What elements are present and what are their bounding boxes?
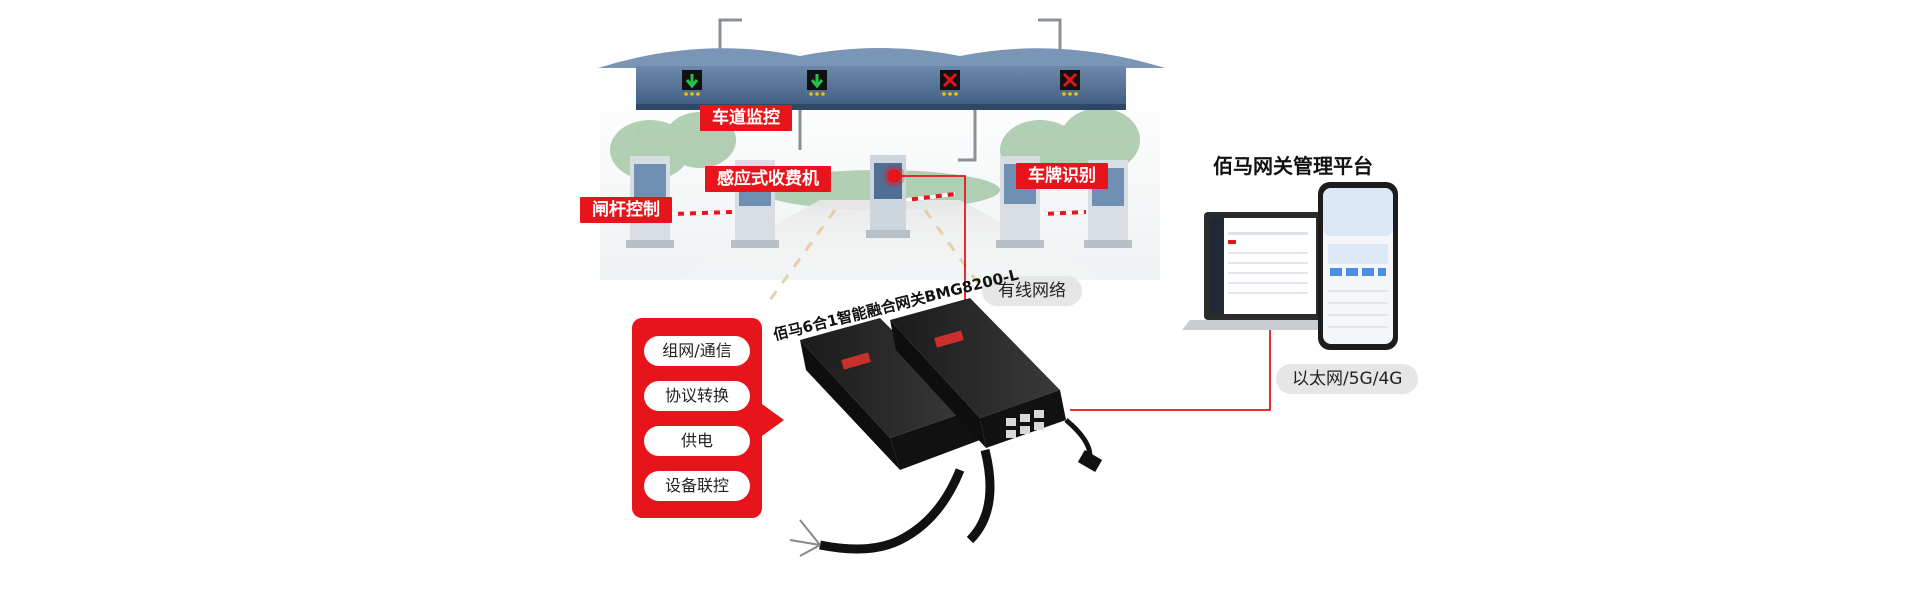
- function-power: 供电: [644, 426, 750, 456]
- inductive-toll-label: 感应式收费机: [705, 166, 831, 192]
- toll-booths: [626, 155, 1132, 248]
- function-linkage: 设备联控: [644, 471, 750, 501]
- wired-network-label: 有线网络: [982, 276, 1082, 306]
- lane-signals: [682, 70, 1080, 96]
- platform-title: 佰马网关管理平台: [1213, 154, 1373, 178]
- toll-plaza: [598, 18, 1165, 301]
- barrier-gates: [671, 192, 1087, 216]
- function-panel: 组网/通信 协议转换 供电 设备联控: [632, 318, 762, 518]
- plate-recognition-label: 车牌识别: [1016, 163, 1108, 189]
- laptop-platform: [1182, 212, 1348, 330]
- function-networking: 组网/通信: [644, 336, 750, 366]
- function-protocol: 协议转换: [644, 381, 750, 411]
- barrier-control-label: 闸杆控制: [580, 197, 672, 223]
- ethernet-label: 以太网/5G/4G: [1276, 364, 1419, 394]
- phone-platform: [1318, 182, 1398, 350]
- lane-monitor-label: 车道监控: [700, 105, 792, 131]
- gateway-device: [789, 298, 1103, 557]
- function-pointer: [762, 404, 784, 436]
